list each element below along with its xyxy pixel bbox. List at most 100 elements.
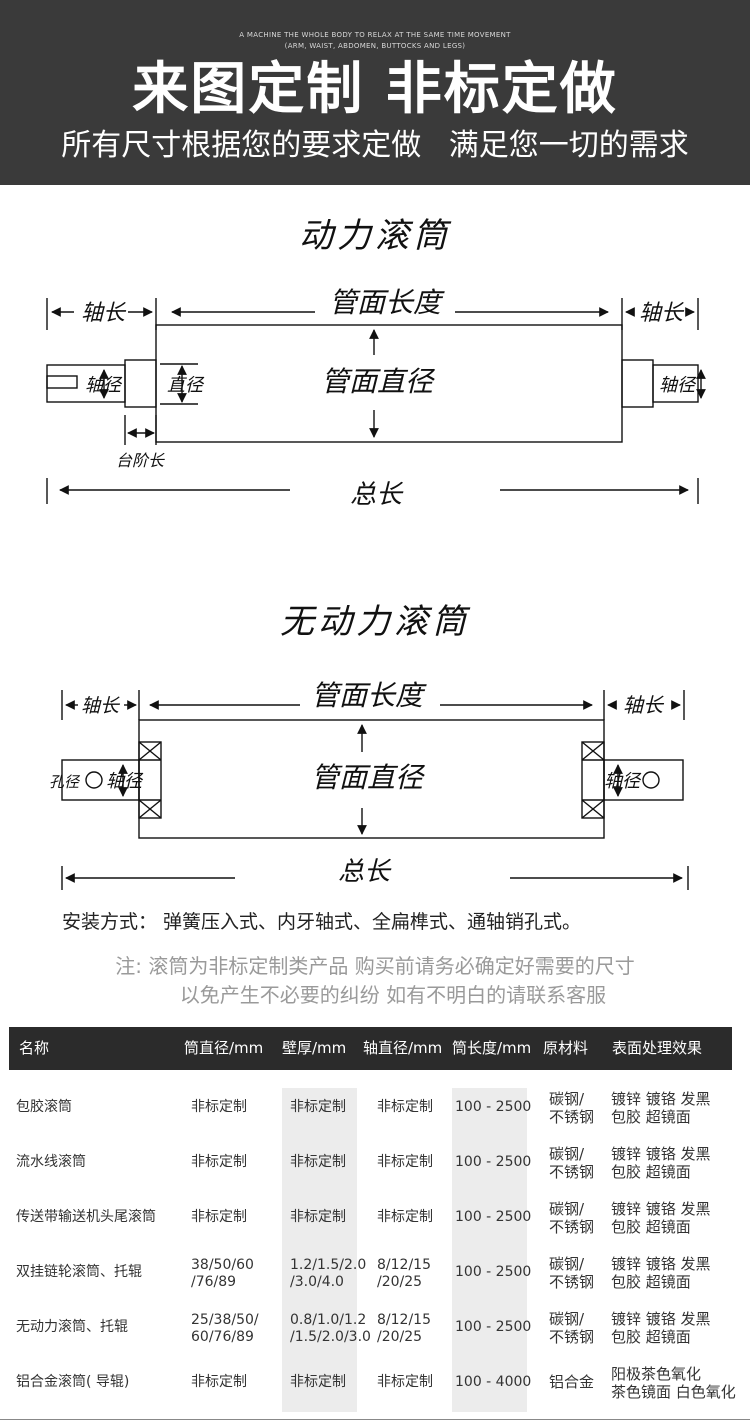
stripe-wall xyxy=(282,1088,357,1412)
cell-dia-line: 25/38/50/ xyxy=(191,1312,259,1328)
cell-name: 双挂链轮滚筒、托辊 xyxy=(16,1264,142,1280)
table-row: 传送带输送机头尾滚筒 非标定制 非标定制 非标定制 100 - 2500 碳钢/不锈钢镀锌… xyxy=(9,1190,732,1245)
header-banner: A MACHINE THE WHOLE BODY TO RELAX AT THE… xyxy=(0,0,750,185)
bottom-divider xyxy=(0,1419,750,1420)
cell-name: 无动力滚筒、托辊 xyxy=(16,1319,128,1335)
cell-finish-line: 阳极茶色氧化 xyxy=(611,1365,702,1383)
d1-shaft-length-left-label: 轴长 xyxy=(81,301,127,326)
cell-mat-line: 碳钢/ xyxy=(549,1090,585,1108)
cell-mat-line: 碳钢/ xyxy=(549,1200,585,1218)
unpowered-roller-diagram: 轴长 管面长度 轴长 孔径 轴径 管面直径 轴径 总长 xyxy=(49,679,689,890)
cell-shaft-line: 8/12/15 xyxy=(377,1312,431,1328)
d2-total-length-label: 总长 xyxy=(338,857,392,887)
d1-shaft-dia-left-label: 轴径 xyxy=(85,375,123,396)
banner-english-tagline: A MACHINE THE WHOLE BODY TO RELAX AT THE… xyxy=(0,30,750,52)
header-tube-diameter: 筒直径/mm xyxy=(184,1039,264,1057)
cell-name: 传送带输送机头尾滚筒 xyxy=(16,1209,156,1225)
d1-shaft-length-right-label: 轴长 xyxy=(639,301,685,326)
cell-wall-line: 0.8/1.0/1.2 xyxy=(290,1312,367,1328)
banner-tagline-line2: (ARM, WAIST, ABDOMEN, BUTTOCKS AND LEGS) xyxy=(284,42,466,50)
d1-tube-length-label: 管面长度 xyxy=(329,286,445,319)
cell-shaft-line: 非标定制 xyxy=(377,1099,433,1115)
cell-dia-line: 60/76/89 xyxy=(191,1329,254,1345)
install-methods: 安装方式： 弹簧压入式、内牙轴式、全扁榫式、通轴销孔式。 xyxy=(62,911,582,933)
note-line2: 以免产生不必要的纠纷 如有不明白的请联系客服 xyxy=(179,983,607,1007)
cell-finish-line: 包胶 超镜面 xyxy=(611,1163,691,1181)
d1-tube-diameter-label: 管面直径 xyxy=(321,365,436,398)
cell-shaft-line: 8/12/15 xyxy=(377,1257,431,1273)
note: 注: 滚筒为非标定制类产品 购买前请务必确定好需要的尺寸 以免产生不必要的纠纷 … xyxy=(0,952,750,1010)
stripe-length xyxy=(452,1088,527,1412)
spec-table-header: 名称 筒直径/mm 壁厚/mm 轴直径/mm 筒长度/mm 原材料 表面处理效果 xyxy=(9,1027,732,1070)
cell-mat-line: 不锈钢 xyxy=(549,1108,595,1126)
cell-wall-line: 非标定制 xyxy=(290,1154,346,1170)
d2-shaft-dia-right-label: 轴径 xyxy=(604,771,642,792)
d1-diameter-label: 直径 xyxy=(167,375,205,396)
cell-finish-line: 包胶 超镜面 xyxy=(611,1273,691,1291)
cell-len: 100 - 2500 xyxy=(455,1154,532,1170)
d2-shaft-length-right-label: 轴长 xyxy=(623,693,665,717)
cell-mat-line: 不锈钢 xyxy=(549,1218,595,1236)
cell-len: 100 - 4000 xyxy=(455,1374,532,1390)
note-line1: 注: 滚筒为非标定制类产品 购买前请务必确定好需要的尺寸 xyxy=(115,954,635,978)
cell-len: 100 - 2500 xyxy=(455,1264,532,1280)
cell-shaft-line: 非标定制 xyxy=(377,1154,433,1170)
unpowered-roller-title: 无动力滚筒 xyxy=(280,602,470,642)
cell-dia-line: 非标定制 xyxy=(191,1209,247,1225)
d2-hole-dia-label: 孔径 xyxy=(49,773,81,791)
powered-roller-diagram: 轴长 管面长度 轴长 轴径 直径 管面直径 轴径 台阶长 总长 xyxy=(46,286,706,510)
cell-wall-line: /3.0/4.0 xyxy=(290,1274,344,1290)
d2-tube-length-label: 管面长度 xyxy=(311,679,427,712)
cell-mat-line: 铝合金 xyxy=(549,1373,595,1391)
table-row: 双挂链轮滚筒、托辊 38/50/60/76/89 1.2/1.5/2.0/3.0/4… xyxy=(9,1245,732,1300)
cell-finish-line: 镀锌 镀铬 发黑 xyxy=(611,1090,711,1108)
cell-finish-line: 镀锌 镀铬 发黑 xyxy=(611,1255,711,1273)
cell-finish-line: 包胶 超镜面 xyxy=(611,1218,691,1236)
cell-mat-line: 不锈钢 xyxy=(549,1328,595,1346)
cell-name: 包胶滚筒 xyxy=(16,1099,72,1115)
cell-finish-line: 包胶 超镜面 xyxy=(611,1328,691,1346)
cell-wall-line: 非标定制 xyxy=(290,1374,346,1390)
header-tube-length: 筒长度/mm xyxy=(452,1039,532,1057)
header-surface-finish: 表面处理效果 xyxy=(612,1039,703,1057)
cell-mat-line: 碳钢/ xyxy=(549,1145,585,1163)
cell-shaft-line: /20/25 xyxy=(377,1329,423,1345)
d2-shaft-length-left-label: 轴长 xyxy=(81,695,121,717)
cell-dia-line: 38/50/60 xyxy=(191,1257,254,1273)
cell-shaft-line: 非标定制 xyxy=(377,1374,433,1390)
cell-len: 100 - 2500 xyxy=(455,1209,532,1225)
cell-wall-line: 非标定制 xyxy=(290,1209,346,1225)
header-material: 原材料 xyxy=(543,1039,589,1057)
cell-finish-line: 镀锌 镀铬 发黑 xyxy=(611,1145,711,1163)
cell-finish-line: 茶色镜面 白色氧化 xyxy=(611,1383,736,1401)
banner-headline: 来图定制 非标定做 xyxy=(132,57,618,122)
cell-shaft-line: 非标定制 xyxy=(377,1209,433,1225)
cell-dia-line: 非标定制 xyxy=(191,1374,247,1390)
cell-finish-line: 镀锌 镀铬 发黑 xyxy=(611,1200,711,1218)
banner-tagline-line1: A MACHINE THE WHOLE BODY TO RELAX AT THE… xyxy=(239,31,511,39)
header-wall-thickness: 壁厚/mm xyxy=(282,1039,347,1057)
cell-shaft-line: /20/25 xyxy=(377,1274,423,1290)
cell-dia-line: /76/89 xyxy=(191,1274,237,1290)
cell-mat-line: 碳钢/ xyxy=(549,1310,585,1328)
table-row: 铝合金滚筒( 导辊) 非标定制 非标定制 非标定制 100 - 4000 铝合金阳极茶色氧… xyxy=(9,1355,736,1410)
d1-shaft-dia-right-label: 轴径 xyxy=(659,375,697,396)
cell-finish-line: 镀锌 镀铬 发黑 xyxy=(611,1310,711,1328)
cell-wall-line: 非标定制 xyxy=(290,1099,346,1115)
d1-step-length-label: 台阶长 xyxy=(116,451,165,470)
powered-roller-title: 动力滚筒 xyxy=(299,216,451,256)
cell-mat-line: 不锈钢 xyxy=(549,1273,595,1291)
cell-mat-line: 不锈钢 xyxy=(549,1163,595,1181)
d1-total-length-label: 总长 xyxy=(350,480,404,510)
header-shaft-diameter: 轴直径/mm xyxy=(363,1039,443,1057)
d2-tube-diameter-label: 管面直径 xyxy=(311,761,426,794)
header-name: 名称 xyxy=(19,1039,50,1057)
cell-finish-line: 包胶 超镜面 xyxy=(611,1108,691,1126)
cell-wall-line: 1.2/1.5/2.0 xyxy=(290,1257,367,1273)
cell-name: 铝合金滚筒( 导辊) xyxy=(16,1374,130,1390)
cell-name: 流水线滚筒 xyxy=(16,1154,86,1170)
d2-shaft-dia-left-label: 轴径 xyxy=(106,771,144,792)
